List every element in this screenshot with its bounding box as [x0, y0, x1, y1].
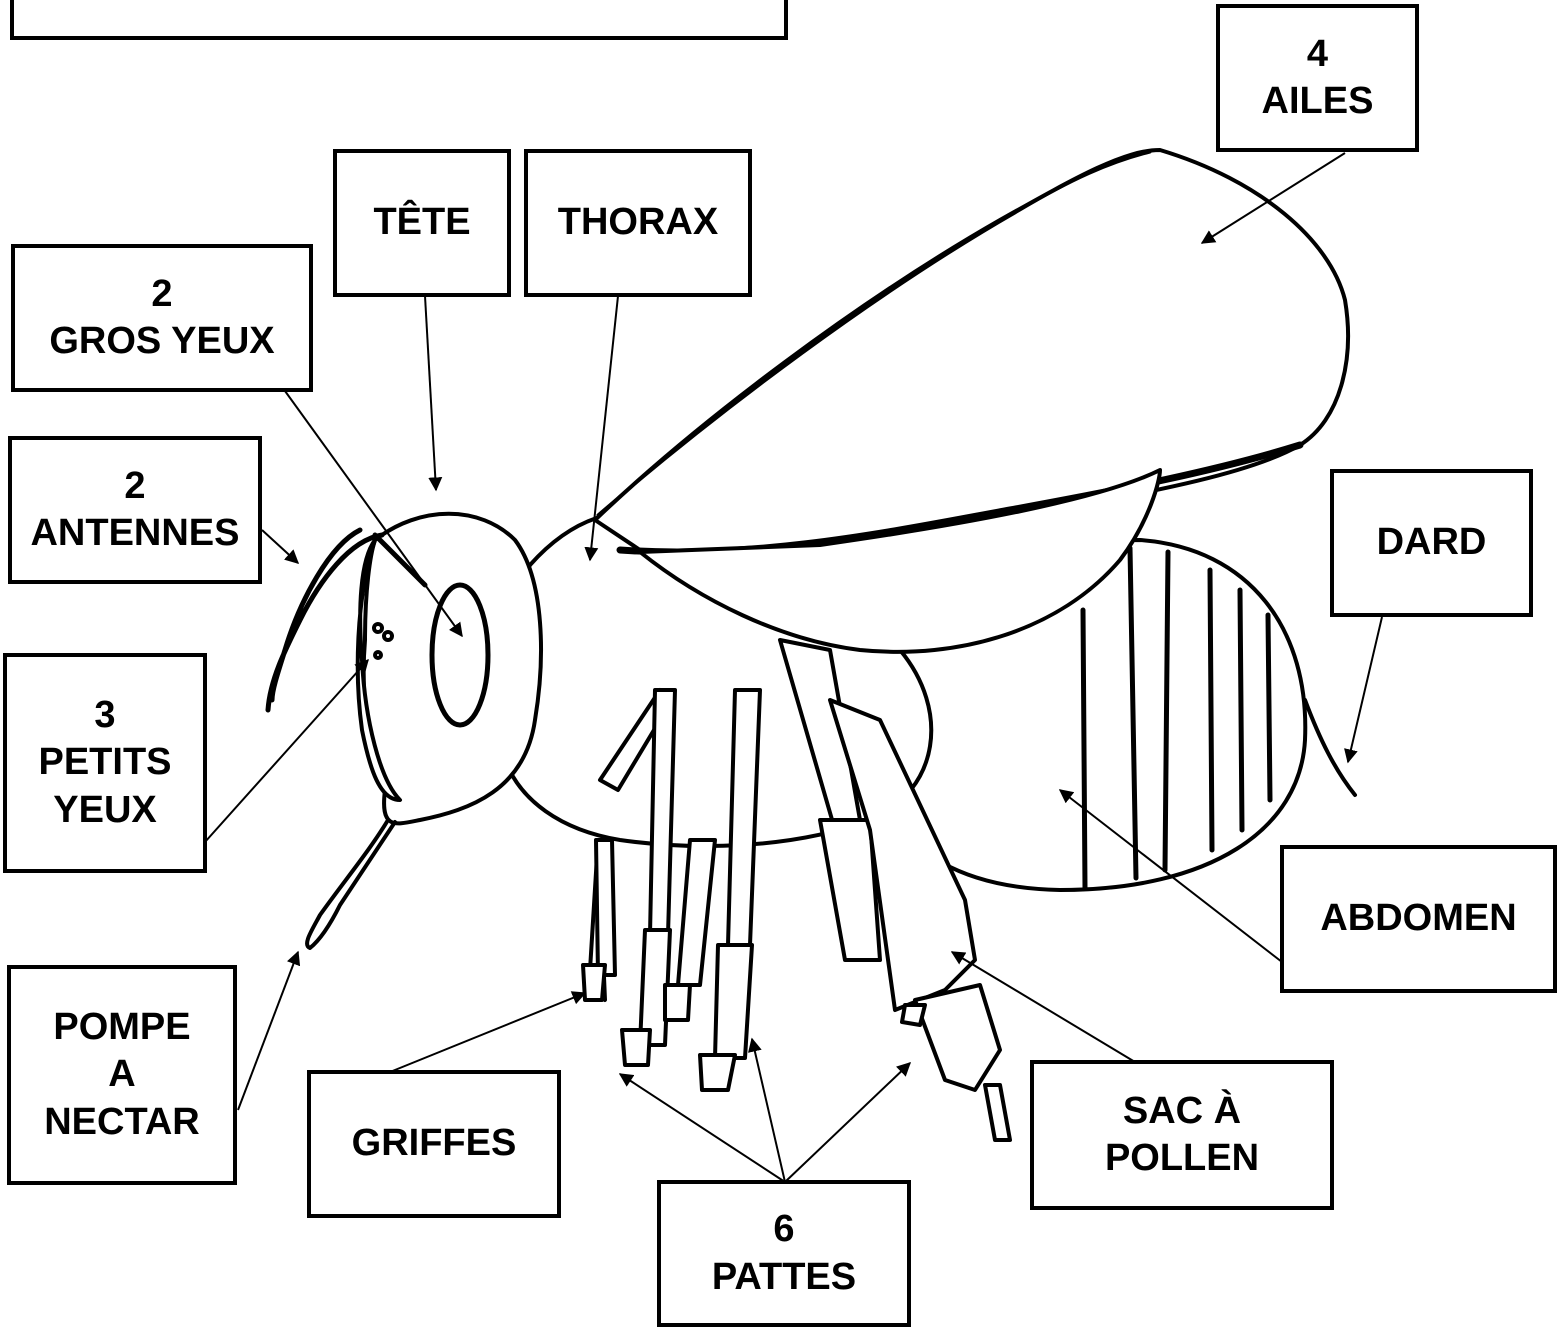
label-pompe-line1: POMPE: [53, 1004, 190, 1052]
label-abdomen-text: ABDOMEN: [1320, 895, 1516, 943]
label-antennes-name: ANTENNES: [30, 510, 239, 558]
label-thorax-text: THORAX: [558, 199, 718, 247]
stinger-shape: [1305, 700, 1355, 795]
label-gros-yeux: 2 GROS YEUX: [11, 244, 313, 392]
label-pompe-line3: NECTAR: [44, 1099, 200, 1147]
simple-eye-1: [374, 624, 382, 632]
label-pompe: POMPE A NECTAR: [7, 965, 237, 1185]
label-ailes-count: 4: [1307, 31, 1328, 79]
label-tete-text: TÊTE: [373, 199, 470, 247]
label-pattes: 6 PATTES: [657, 1180, 911, 1327]
simple-eye-3: [375, 652, 381, 658]
label-sac-line1: SAC À: [1123, 1088, 1241, 1136]
label-griffes: GRIFFES: [307, 1070, 561, 1218]
label-sac-line2: POLLEN: [1105, 1135, 1259, 1183]
label-antennes-count: 2: [124, 463, 145, 511]
simple-eye-2: [384, 632, 392, 640]
label-abdomen: ABDOMEN: [1280, 845, 1557, 993]
title-box: [10, 0, 788, 40]
label-tete: TÊTE: [333, 149, 511, 297]
label-petits-yeux-line1: PETITS: [38, 739, 171, 787]
label-antennes: 2 ANTENNES: [8, 436, 262, 584]
label-gros-yeux-count: 2: [151, 271, 172, 319]
label-thorax: THORAX: [524, 149, 752, 297]
label-dard: DARD: [1330, 469, 1533, 617]
label-pompe-line2: A: [108, 1051, 135, 1099]
label-petits-yeux-count: 3: [94, 692, 115, 740]
proboscis-shape: [307, 820, 395, 948]
label-sac-pollen: SAC À POLLEN: [1030, 1060, 1334, 1210]
label-griffes-text: GRIFFES: [352, 1120, 517, 1168]
label-ailes: 4 AILES: [1216, 4, 1419, 152]
label-petits-yeux-line2: YEUX: [53, 787, 156, 835]
label-gros-yeux-name: GROS YEUX: [49, 318, 274, 366]
label-dard-text: DARD: [1377, 519, 1487, 567]
label-pattes-count: 6: [773, 1206, 794, 1254]
label-petits-yeux: 3 PETITS YEUX: [3, 653, 207, 873]
label-pattes-name: PATTES: [712, 1254, 856, 1302]
label-ailes-name: AILES: [1262, 78, 1374, 126]
